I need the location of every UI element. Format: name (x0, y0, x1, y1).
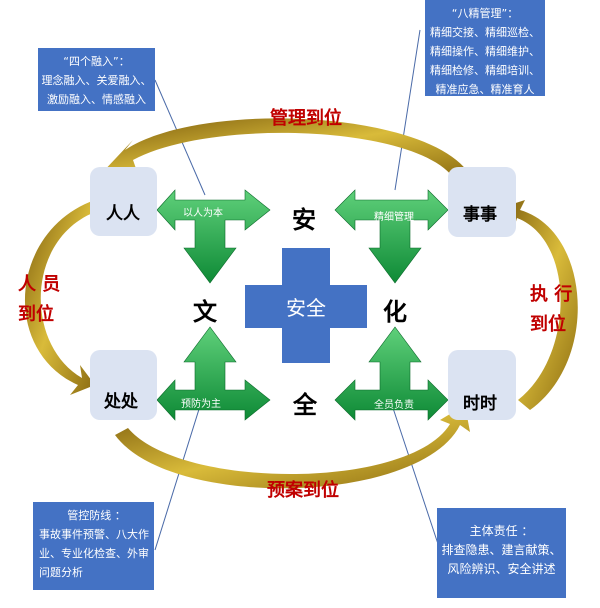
note-line: 精细操作、精细维护、 (430, 45, 540, 58)
cycle-label-left-line: 人 员 (18, 274, 61, 295)
arrow-label-top-left: 以人为本 (183, 208, 223, 219)
culture-quan: 全 (293, 390, 317, 419)
cycle-label-left: 人 员 到位 (18, 270, 60, 330)
culture-wen: 文 (193, 297, 217, 326)
center-label: 安全 (286, 296, 326, 320)
cycle-arrow-left (24, 200, 95, 395)
note-line: 激励融入、情感融入 (47, 93, 146, 106)
node-shishi-time: 时时 (463, 394, 497, 414)
note-line: 精准应急、精准育人 (435, 83, 535, 96)
note-line: 精细交接、精细巡检、 (430, 26, 540, 39)
node-box-shishi-thing (448, 167, 516, 237)
arrow-label-bottom-right: 全员负责 (374, 400, 414, 411)
note-si-ge: “四个融入”： 理念融入、关爱融入、 激励融入、情感融入 (38, 48, 155, 111)
center-cross-shape (245, 248, 367, 363)
cycle-label-right: 执 行 到位 (530, 280, 572, 340)
arrow-label-bottom-left: 预防为主 (181, 399, 221, 410)
green-arrow-bottom-right (334, 326, 449, 421)
cycle-arrows (24, 118, 578, 489)
arrow-label-top-right: 精细管理 (374, 212, 414, 223)
culture-hua: 化 (383, 297, 407, 326)
cycle-label-bottom: 预案到位 (267, 480, 339, 501)
note-line: 风险辨识、安全讲述 (447, 562, 556, 576)
node-renren: 人人 (106, 204, 140, 224)
note-title: “八精管理”： (451, 7, 519, 20)
note-line: 理念融入、关爱融入、 (41, 74, 152, 87)
note-title: 管控防线 ： (67, 509, 126, 522)
cycle-arrow-top (100, 118, 470, 180)
green-arrow-bottom-left (156, 326, 271, 421)
green-arrow-top-left (156, 189, 271, 284)
cycle-label-right-line: 到位 (530, 314, 566, 335)
note-title: 主体责任 ： (469, 524, 534, 538)
note-line: 事故事件预警、八大作 (39, 528, 149, 541)
green-arrow-top-right (334, 189, 449, 284)
node-box-shishi-time (448, 350, 516, 420)
cycle-arrow-bottom (115, 405, 470, 489)
note-line: 精细检修、精细培训、 (430, 64, 540, 77)
note-line: 业、专业化检查、外审 (39, 547, 149, 560)
node-box-chuchu (90, 350, 157, 420)
note-line: 问题分析 (39, 566, 83, 579)
node-shishi-thing: 事事 (463, 205, 497, 225)
node-box-renren (90, 167, 157, 236)
note-line: 排查隐患、建言献策、 (441, 543, 562, 557)
note-ba-jing: “八精管理”： 精细交接、精细巡检、 精细操作、精细维护、 精细检修、精细培训、… (425, 0, 545, 96)
cycle-arrow-right (500, 200, 578, 410)
culture-an: 安 (292, 205, 316, 234)
node-chuchu: 处处 (104, 392, 138, 412)
note-zhu-ti: 主体责任 ： 排查隐患、建言献策、 风险辨识、安全讲述 (437, 508, 566, 598)
cycle-label-right-line: 执 行 (530, 284, 573, 305)
cycle-label-left-line: 到位 (18, 304, 54, 325)
note-guan-kong: 管控防线 ： 事故事件预警、八大作 业、专业化检查、外审 问题分析 (33, 502, 154, 590)
cycle-label-top: 管理到位 (270, 108, 342, 129)
note-title: “四个融入”： (63, 55, 130, 68)
